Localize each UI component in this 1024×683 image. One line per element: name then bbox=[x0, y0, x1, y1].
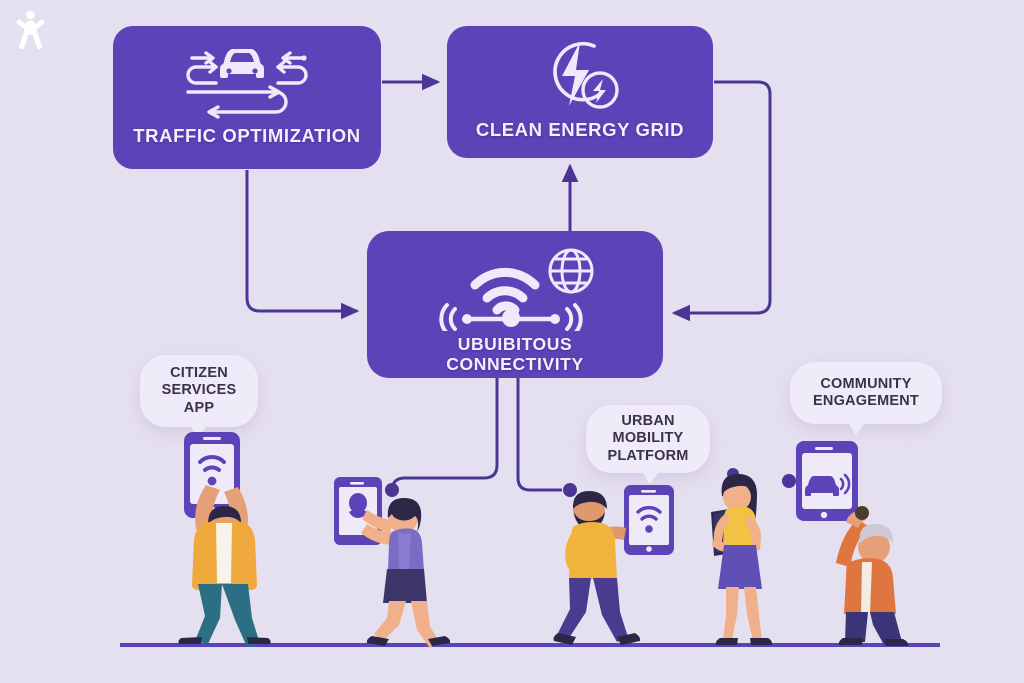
person-woman-holding-tablet bbox=[334, 477, 451, 648]
connector-endpoint-dot bbox=[563, 483, 577, 497]
bubble-line-2: ENGAGEMENT bbox=[813, 393, 919, 409]
person-woman-carrying-clipboard bbox=[711, 474, 773, 645]
node-traffic-optimization[interactable]: TRAFFIC OPTIMIZATION bbox=[113, 26, 381, 169]
node-clean-energy-grid[interactable]: CLEAN ENERGY GRID bbox=[447, 26, 713, 158]
lightning-bolt-energy-icon bbox=[553, 42, 619, 109]
node-traffic-optimization-label: TRAFFIC OPTIMIZATION bbox=[133, 125, 361, 146]
device-tablet-with-connected-car-icon bbox=[796, 441, 858, 521]
bubble-line-1: CITIZEN bbox=[170, 365, 228, 382]
node-ubiquitous-connectivity-label: UBUIBITOUS CONNECTIVITY bbox=[446, 334, 584, 374]
node-clean-energy-grid-label: CLEAN ENERGY GRID bbox=[475, 119, 685, 140]
bubble-urban-mobility-platform[interactable]: URBAN MOBILITY PLATFORM bbox=[586, 405, 710, 473]
node-label-line-2: CONNECTIVITY bbox=[446, 353, 584, 374]
car-traffic-flow-icon bbox=[186, 49, 308, 119]
bubble-line-1: URBAN bbox=[621, 413, 675, 430]
decor-dot bbox=[782, 474, 796, 488]
bubble-line-3: APP bbox=[183, 399, 215, 416]
bubble-line-1: COMMUNITY bbox=[820, 375, 912, 392]
node-ubiquitous-connectivity[interactable]: UBUIBITOUS CONNECTIVITY bbox=[367, 231, 663, 378]
bubble-line-2: MOBILITY bbox=[612, 430, 684, 447]
person-man-holding-phone-overhead bbox=[178, 432, 271, 647]
person-bearded-man-holding-tablet bbox=[553, 485, 674, 645]
connector-traffic-to-connect bbox=[245, 170, 360, 320]
device-tablet-with-wifi-icon bbox=[624, 485, 674, 555]
bubble-citizen-services-app[interactable]: CITIZEN SERVICES APP bbox=[140, 355, 258, 427]
connector-endpoint-dot bbox=[385, 483, 399, 497]
person-elder-man-holding-tablet bbox=[796, 441, 909, 646]
node-label-line-1: UBUIBITOUS bbox=[457, 334, 573, 354]
bubble-community-engagement[interactable]: COMMUNITY ENGAGEMENT bbox=[790, 362, 942, 424]
bubble-line-2: SERVICES bbox=[161, 382, 237, 399]
connector-energy-to-connect bbox=[671, 80, 772, 322]
wifi-globe-network-icon bbox=[439, 248, 594, 331]
connector-connect-to-person-right bbox=[516, 378, 577, 497]
bubble-line-3: PLATFORM bbox=[607, 447, 689, 464]
connector-connect-to-person-left bbox=[385, 378, 499, 497]
person-raised-arms-logo bbox=[16, 10, 45, 50]
